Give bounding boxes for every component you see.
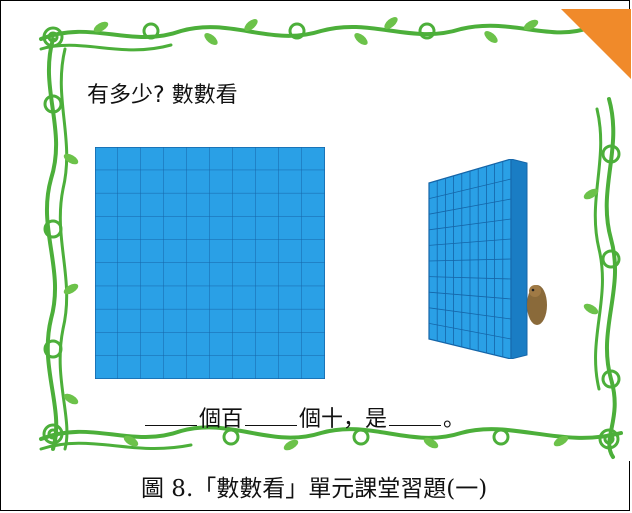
exercise-slide: 有多少? 數數看 — [31, 9, 631, 461]
answer-part1: 個百 — [199, 407, 244, 432]
hundred-flat-block — [95, 147, 325, 379]
total-blank[interactable] — [389, 407, 442, 426]
slide-title: 有多少? 數數看 — [87, 83, 238, 108]
tens-blank[interactable] — [245, 407, 298, 426]
answer-line: 個百 個十，是 。 — [143, 401, 465, 433]
hundreds-blank[interactable] — [145, 407, 197, 426]
corner-decoration — [561, 9, 631, 79]
ten-rod-block — [428, 159, 528, 359]
figure-caption: 圖 8.「數數看」單元課堂習題(一) — [141, 476, 488, 502]
answer-part3: 。 — [443, 407, 466, 432]
vine-border — [39, 17, 623, 459]
answer-part2: 個十，是 — [299, 407, 388, 432]
bear-figure — [527, 285, 547, 325]
